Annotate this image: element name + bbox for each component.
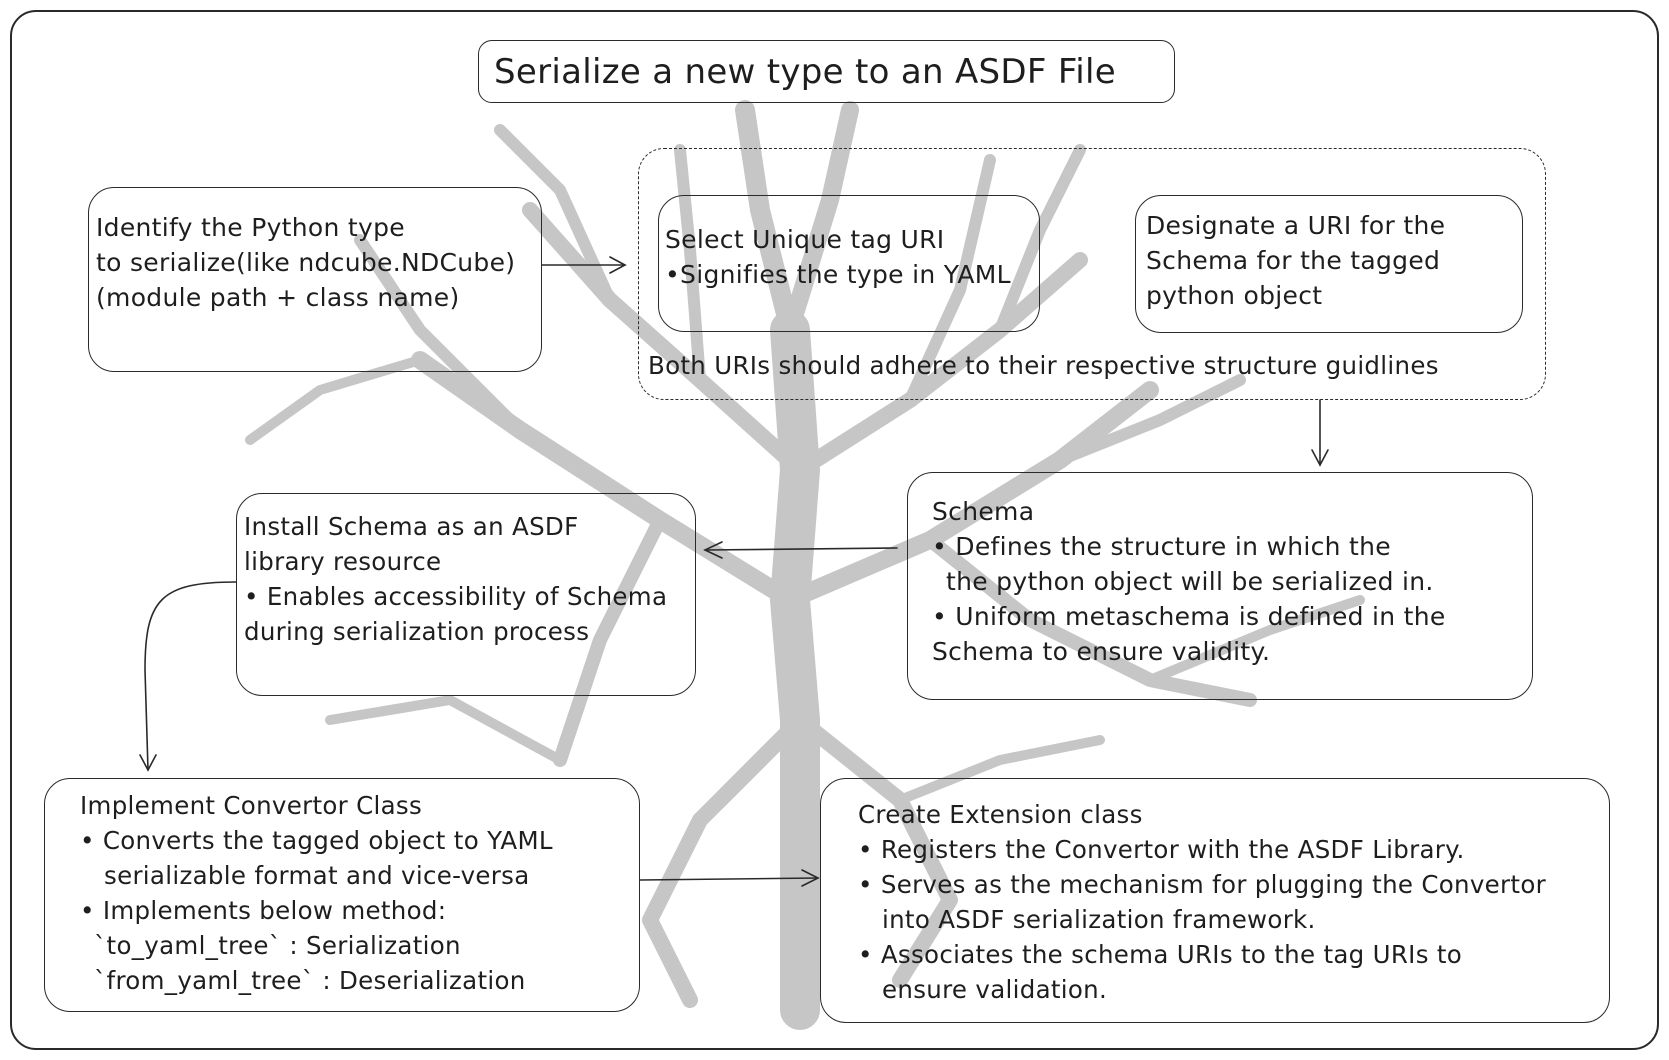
arrow-head-4 xyxy=(139,754,157,772)
convertor-line-2: serializable format and vice-versa xyxy=(104,861,530,890)
arrow-install-to-convertor xyxy=(144,581,237,771)
tag-uri-box xyxy=(658,195,1040,332)
install-schema-text: Install Schema as an ASDF library resour… xyxy=(244,509,667,649)
title-box xyxy=(478,40,1175,103)
arrow-convertor-to-extension xyxy=(639,877,819,881)
extension-line-2: • Serves as the mechanism for plugging t… xyxy=(858,870,1546,899)
schema-uri-line-2: Schema for the tagged xyxy=(1146,246,1441,275)
tag-uri-line-1: Select Unique tag URI xyxy=(665,225,945,254)
convertor-line-1: • Converts the tagged object to YAML xyxy=(80,826,553,855)
extension-line-3: into ASDF serialization framework. xyxy=(882,905,1316,934)
uri-group xyxy=(638,148,1546,400)
tag-uri-line-2: •Signifies the type in YAML xyxy=(665,260,1011,289)
schema-box xyxy=(907,472,1533,700)
extension-line-5: ensure validation. xyxy=(882,975,1108,1004)
extension-heading: Create Extension class xyxy=(858,800,1143,829)
identify-type-text: Identify the Python type to serialize(li… xyxy=(96,210,515,315)
convertor-text: Implement Convertor Class • Converts the… xyxy=(80,788,553,998)
schema-uri-line-3: python object xyxy=(1146,281,1323,310)
diagram-frame xyxy=(10,10,1659,1050)
identify-type-box xyxy=(88,187,542,372)
schema-line-3: • Uniform metaschema is defined in the xyxy=(932,602,1446,631)
convertor-line-5: `from_yaml_tree` : Deserialization xyxy=(94,966,526,995)
tag-uri-text: Select Unique tag URI •Signifies the typ… xyxy=(665,222,1011,292)
convertor-box xyxy=(44,778,640,1012)
schema-uri-text: Designate a URI for the Schema for the t… xyxy=(1146,208,1445,313)
install-line-1: Install Schema as an ASDF xyxy=(244,512,579,541)
identify-line-2: to serialize(like ndcube.NDCube) xyxy=(96,248,516,277)
schema-uri-line-1: Designate a URI for the xyxy=(1146,211,1446,240)
diagram-title: Serialize a new type to an ASDF File xyxy=(494,52,1116,92)
schema-line-2: the python object will be serialized in. xyxy=(946,567,1434,596)
convertor-line-3: • Implements below method: xyxy=(80,896,447,925)
install-line-3: • Enables accessibility of Schema xyxy=(244,582,668,611)
arrow-head-3 xyxy=(703,541,723,559)
uri-note: Both URIs should adhere to their respect… xyxy=(648,351,1439,380)
schema-line-1: • Defines the structure in which the xyxy=(932,532,1391,561)
identify-line-3: (module path + class name) xyxy=(96,283,460,312)
extension-text: Create Extension class • Registers the C… xyxy=(858,797,1546,1007)
extension-line-1: • Registers the Convertor with the ASDF … xyxy=(858,835,1465,864)
schema-text: Schema • Defines the structure in which … xyxy=(932,494,1446,669)
arrow-head-1 xyxy=(609,256,627,274)
schema-heading: Schema xyxy=(932,497,1035,526)
install-line-2: library resource xyxy=(244,547,442,576)
arrow-head-2 xyxy=(1311,449,1329,467)
extension-line-4: • Associates the schema URIs to the tag … xyxy=(858,940,1463,969)
extension-box xyxy=(820,778,1610,1023)
convertor-line-4: `to_yaml_tree` : Serialization xyxy=(94,931,461,960)
schema-uri-box xyxy=(1135,195,1523,333)
identify-line-1: Identify the Python type xyxy=(96,213,405,242)
schema-line-4: Schema to ensure validity. xyxy=(932,637,1271,666)
arrow-schema-to-install xyxy=(704,547,898,551)
install-line-4: during serialization process xyxy=(244,617,590,646)
arrow-head-5 xyxy=(801,869,820,887)
convertor-heading: Implement Convertor Class xyxy=(80,791,423,820)
install-schema-box xyxy=(236,493,696,696)
